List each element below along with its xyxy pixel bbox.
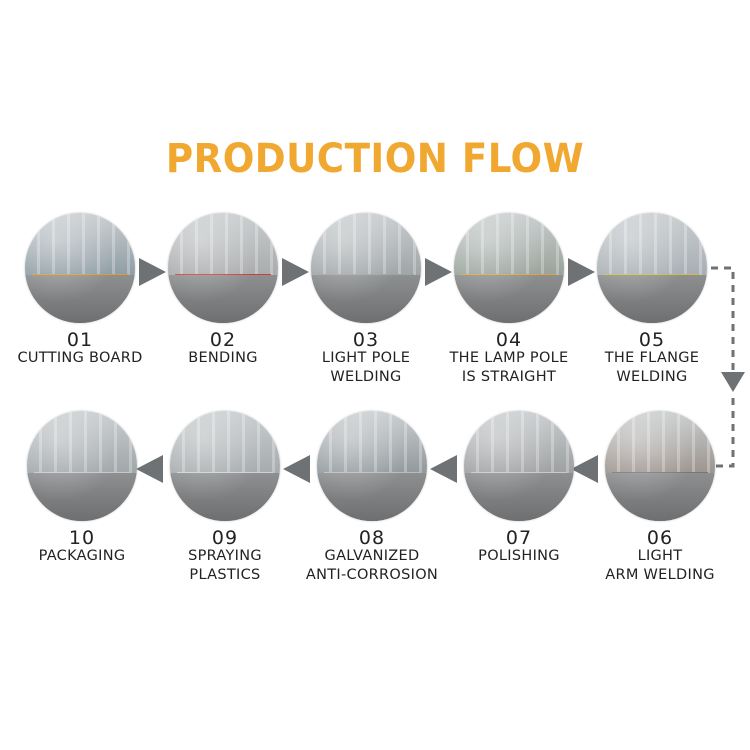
flow-arrow-right bbox=[282, 258, 309, 286]
step-label-line: POLISHING bbox=[478, 548, 560, 564]
step-label: GALVANIZED ANTI-CORROSION bbox=[292, 547, 452, 585]
step-number: 08 bbox=[358, 527, 386, 549]
flow-connector-dashed bbox=[712, 398, 735, 468]
step-label-line: WELDING bbox=[330, 369, 402, 385]
step-number: 03 bbox=[352, 329, 380, 351]
flow-arrow-right bbox=[425, 258, 452, 286]
flow-arrow-down bbox=[721, 372, 745, 392]
step-label-line: LIGHT bbox=[637, 548, 683, 564]
step-number: 04 bbox=[495, 329, 523, 351]
step-label-line: THE FLANGE bbox=[604, 350, 700, 366]
step-number: 02 bbox=[209, 329, 237, 351]
step-number: 10 bbox=[68, 527, 96, 549]
step-photo bbox=[27, 411, 137, 521]
step-label-line: ARM WELDING bbox=[605, 567, 715, 583]
flow-arrow-left bbox=[571, 455, 598, 483]
step-label-line: WELDING bbox=[616, 369, 688, 385]
step-label-line: IS STRAIGHT bbox=[461, 369, 557, 385]
step-photo bbox=[605, 411, 715, 521]
step-photo bbox=[170, 411, 280, 521]
step-label-line: PLASTICS bbox=[189, 567, 261, 583]
step-photo bbox=[311, 213, 421, 323]
step-label: LIGHT POLE WELDING bbox=[286, 349, 446, 387]
step-label-line: BENDING bbox=[188, 350, 258, 366]
page-title: PRODUCTION FLOW bbox=[165, 136, 585, 182]
step-number: 07 bbox=[505, 527, 533, 549]
flow-arrow-right bbox=[139, 258, 166, 286]
step-photo bbox=[454, 213, 564, 323]
step-label-line: GALVANIZED bbox=[324, 548, 420, 564]
step-photo bbox=[25, 213, 135, 323]
step-label: POLISHING bbox=[439, 547, 599, 566]
step-label-line: CUTTING BOARD bbox=[17, 350, 143, 366]
flow-arrow-left bbox=[283, 455, 310, 483]
step-label: BENDING bbox=[143, 349, 303, 368]
step-label: PACKAGING bbox=[2, 547, 162, 566]
step-photo bbox=[464, 411, 574, 521]
step-label: SPRAYING PLASTICS bbox=[145, 547, 305, 585]
step-label-line: ANTI-CORROSION bbox=[305, 567, 439, 583]
step-number: 09 bbox=[211, 527, 239, 549]
step-number: 05 bbox=[638, 329, 666, 351]
flow-arrow-left bbox=[136, 455, 163, 483]
step-label: THE FLANGE WELDING bbox=[572, 349, 732, 387]
step-label-line: LIGHT POLE bbox=[321, 350, 411, 366]
step-label-line: SPRAYING bbox=[188, 548, 262, 564]
step-label-line: PACKAGING bbox=[38, 548, 126, 564]
flow-arrow-right bbox=[568, 258, 595, 286]
step-number: 01 bbox=[66, 329, 94, 351]
step-label: CUTTING BOARD bbox=[0, 349, 160, 368]
step-label: THE LAMP POLE IS STRAIGHT bbox=[429, 349, 589, 387]
step-label-line: THE LAMP POLE bbox=[449, 350, 569, 366]
step-label: LIGHT ARM WELDING bbox=[580, 547, 740, 585]
step-photo bbox=[317, 411, 427, 521]
step-number: 06 bbox=[646, 527, 674, 549]
step-photo bbox=[597, 213, 707, 323]
flow-arrow-left bbox=[430, 455, 457, 483]
step-photo bbox=[168, 213, 278, 323]
flow-connector-dashed bbox=[711, 266, 735, 372]
